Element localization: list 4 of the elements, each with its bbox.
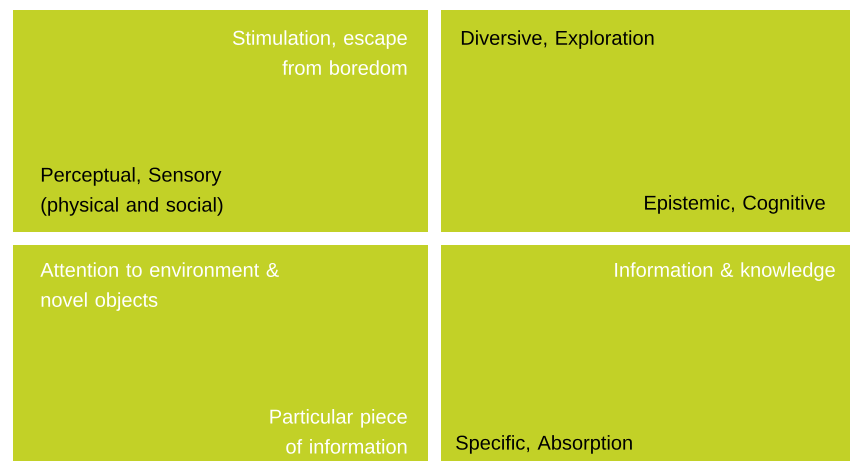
quadrant-box: Information & knowledge Specific, Absorption xyxy=(441,245,850,461)
quadrant-box: Attention to environment & novel objects Particular piece of information xyxy=(13,245,428,461)
quadrant-box: Stimulation, escape from boredom Perceptual, Sensory (physical and social) xyxy=(13,10,428,232)
quadrant-box: Diversive, Exploration Epistemic, Cognitive xyxy=(441,10,850,232)
